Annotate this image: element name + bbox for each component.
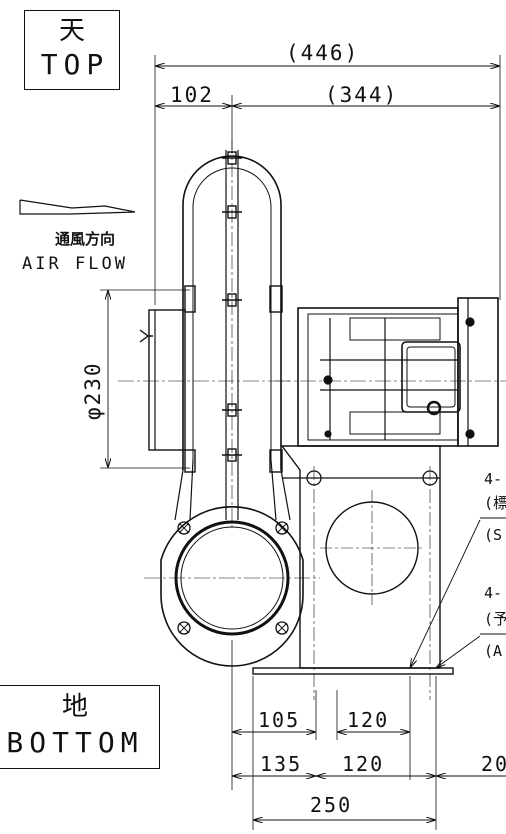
fan-casing-body — [174, 285, 291, 521]
note-text-2: (標 — [484, 494, 506, 512]
dim-text-135: 135 — [260, 752, 302, 776]
inlet-flange — [139, 309, 186, 451]
airflow-label-en: AIR FLOW — [22, 254, 128, 274]
dim-text-230: φ230 — [81, 361, 105, 420]
dim-text-344: (344) — [325, 83, 398, 107]
dim-text-120-upper: 120 — [347, 708, 389, 732]
dim-text-250: 250 — [310, 793, 352, 817]
note-text-1: 4- — [484, 470, 502, 488]
bottom-label-box: 地 BOTTOM — [0, 685, 160, 769]
fan-casing-upper — [182, 140, 282, 530]
dim-text-446: (446) — [286, 41, 359, 65]
dim-text-102: 102 — [170, 83, 214, 107]
note-text-5: (予 — [484, 610, 506, 628]
airflow-label-jp: 通風方向 — [54, 230, 115, 248]
note-text-4: 4- — [484, 584, 502, 602]
dim-text-120-lower: 120 — [342, 752, 384, 776]
airflow-arrow-icon — [19, 199, 136, 215]
top-label-box: 天 TOP — [24, 10, 120, 90]
bottom-label-jp: 地 — [61, 692, 88, 722]
mounting-bracket — [252, 445, 454, 700]
top-label-en: TOP — [40, 48, 110, 81]
dim-text-105: 105 — [258, 708, 300, 732]
top-label-jp: 天 — [58, 16, 85, 46]
center-bolts — [222, 151, 242, 462]
note-text-3: (S — [484, 526, 502, 544]
bottom-label-en: BOTTOM — [6, 726, 144, 759]
motor-body — [275, 297, 506, 447]
note-text-6: (A — [484, 642, 502, 660]
dim-text-20: 20 — [481, 752, 506, 776]
